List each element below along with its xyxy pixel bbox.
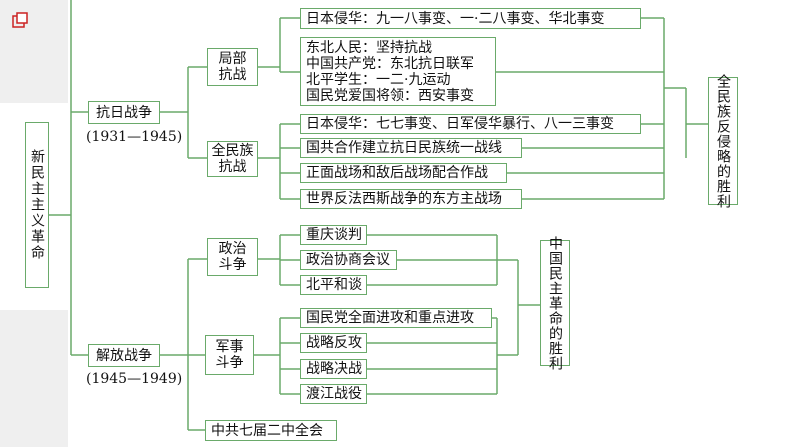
total-item-2: 国共合作建立抗日民族统一战线 xyxy=(300,138,522,158)
military-item-4-text: 渡江战役 xyxy=(306,386,362,402)
plenum-node: 中共七届二中全会 xyxy=(205,420,337,441)
total-item-1: 日本侵华：七七事变、日军侵华暴行、八一三事变 xyxy=(300,114,641,134)
resistance-line-4: 国民党爱国将领：西安事变 xyxy=(306,87,474,104)
military-item-4: 渡江战役 xyxy=(300,384,367,404)
democratic-revolution-victory-node: 中国民主革命的胜利 xyxy=(540,236,570,371)
military-struggle-node: 军事 斗争 xyxy=(205,335,254,375)
local-item-japanese-invasion: 日本侵华：九一八事变、一·二八事变、华北事变 xyxy=(300,8,641,29)
total-item-1-text: 日本侵华：七七事变、日军侵华暴行、八一三事变 xyxy=(306,116,614,132)
political-struggle-line-2: 斗争 xyxy=(218,257,247,273)
total-item-3-text: 正面战场和敌后战场配合作战 xyxy=(306,165,488,181)
sidebar-strip-bottom xyxy=(0,310,68,447)
political-item-3: 北平和谈 xyxy=(300,275,367,295)
plenum-label: 中共七届二中全会 xyxy=(211,422,323,439)
military-struggle-line-2: 斗争 xyxy=(215,355,244,371)
anti-japanese-war-node: 抗日战争 xyxy=(88,101,160,124)
military-item-3-text: 战略决战 xyxy=(306,361,362,377)
democratic-revolution-victory-label: 中国民主革命的胜利 xyxy=(547,235,563,371)
sidebar-strip-top xyxy=(0,0,68,103)
military-item-1: 国民党全面进攻和重点进攻 xyxy=(300,308,492,328)
total-resistance-node: 全民族 抗战 xyxy=(207,141,258,177)
root-label: 新民主主义革命 xyxy=(29,149,45,261)
total-resistance-line-1: 全民族 xyxy=(211,143,254,159)
anti-japanese-war-label: 抗日战争 xyxy=(96,104,152,121)
root-node-new-democratic-revolution: 新民主主义革命 xyxy=(25,122,49,288)
political-item-2: 政治协商会议 xyxy=(300,250,397,270)
political-struggle-line-1: 政治 xyxy=(218,241,247,257)
local-item-japanese-invasion-text: 日本侵华：九一八事变、一·二八事变、华北事变 xyxy=(306,10,605,27)
local-resistance-line-2: 抗战 xyxy=(218,67,247,83)
liberation-war-node: 解放战争 xyxy=(88,344,160,367)
local-resistance-node: 局部 抗战 xyxy=(207,48,258,86)
political-item-2-text: 政治协商会议 xyxy=(306,252,390,268)
resistance-line-1: 东北人民：坚持抗战 xyxy=(306,39,432,56)
political-item-3-text: 北平和谈 xyxy=(306,277,362,293)
military-struggle-line-1: 军事 xyxy=(215,339,244,355)
liberation-years: (1945—1949) xyxy=(86,371,183,387)
political-struggle-node: 政治 斗争 xyxy=(207,238,258,276)
political-item-1-text: 重庆谈判 xyxy=(306,227,362,243)
anti-japanese-victory-node: 全民族反侵略的胜利 xyxy=(708,74,738,209)
military-item-3: 战略决战 xyxy=(300,359,367,379)
total-item-4-text: 世界反法西斯战争的东方主战场 xyxy=(306,191,502,207)
military-item-2-text: 战略反攻 xyxy=(306,335,362,351)
local-resistance-line-1: 局部 xyxy=(218,51,247,67)
resistance-line-3: 北平学生：一二·九运动 xyxy=(306,71,451,88)
anti-japanese-victory-label: 全民族反侵略的胜利 xyxy=(715,73,731,209)
political-item-1: 重庆谈判 xyxy=(300,225,367,245)
total-item-2-text: 国共合作建立抗日民族统一战线 xyxy=(306,140,502,156)
local-item-resistance-list: 东北人民：坚持抗战 中国共产党：东北抗日联军 北平学生：一二·九运动 国民党爱国… xyxy=(300,37,496,106)
total-resistance-line-2: 抗战 xyxy=(218,159,247,175)
resistance-line-2: 中国共产党：东北抗日联军 xyxy=(306,55,474,72)
military-item-2: 战略反攻 xyxy=(300,333,367,353)
anti-japanese-years: (1931—1945) xyxy=(86,129,183,145)
liberation-war-label: 解放战争 xyxy=(96,347,152,364)
military-item-1-text: 国民党全面进攻和重点进攻 xyxy=(306,310,474,326)
copy-icon[interactable] xyxy=(12,12,28,28)
total-item-4: 世界反法西斯战争的东方主战场 xyxy=(300,189,522,209)
total-item-3: 正面战场和敌后战场配合作战 xyxy=(300,163,507,183)
